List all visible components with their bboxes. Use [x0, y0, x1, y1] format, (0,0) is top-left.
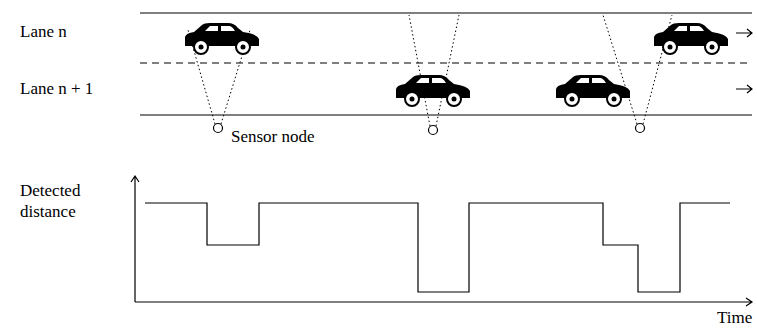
axis-label: Time: [717, 307, 752, 328]
car: [654, 23, 728, 54]
sensor-label: Sensor node: [231, 126, 315, 147]
signal-trace: [145, 203, 730, 292]
lane-label: Lane n + 1: [20, 78, 93, 99]
direction-arrow: [736, 29, 752, 93]
car: [185, 23, 259, 54]
lane-label: Lane n: [20, 21, 67, 42]
lane-divider: [140, 62, 752, 63]
road-edge: [140, 114, 752, 115]
sensor-beam: [188, 15, 672, 126]
axis-label: Detected distance: [20, 180, 122, 223]
car: [396, 75, 470, 106]
road-edge: [140, 12, 752, 13]
plot-axes: [131, 176, 752, 306]
car: [556, 75, 630, 106]
